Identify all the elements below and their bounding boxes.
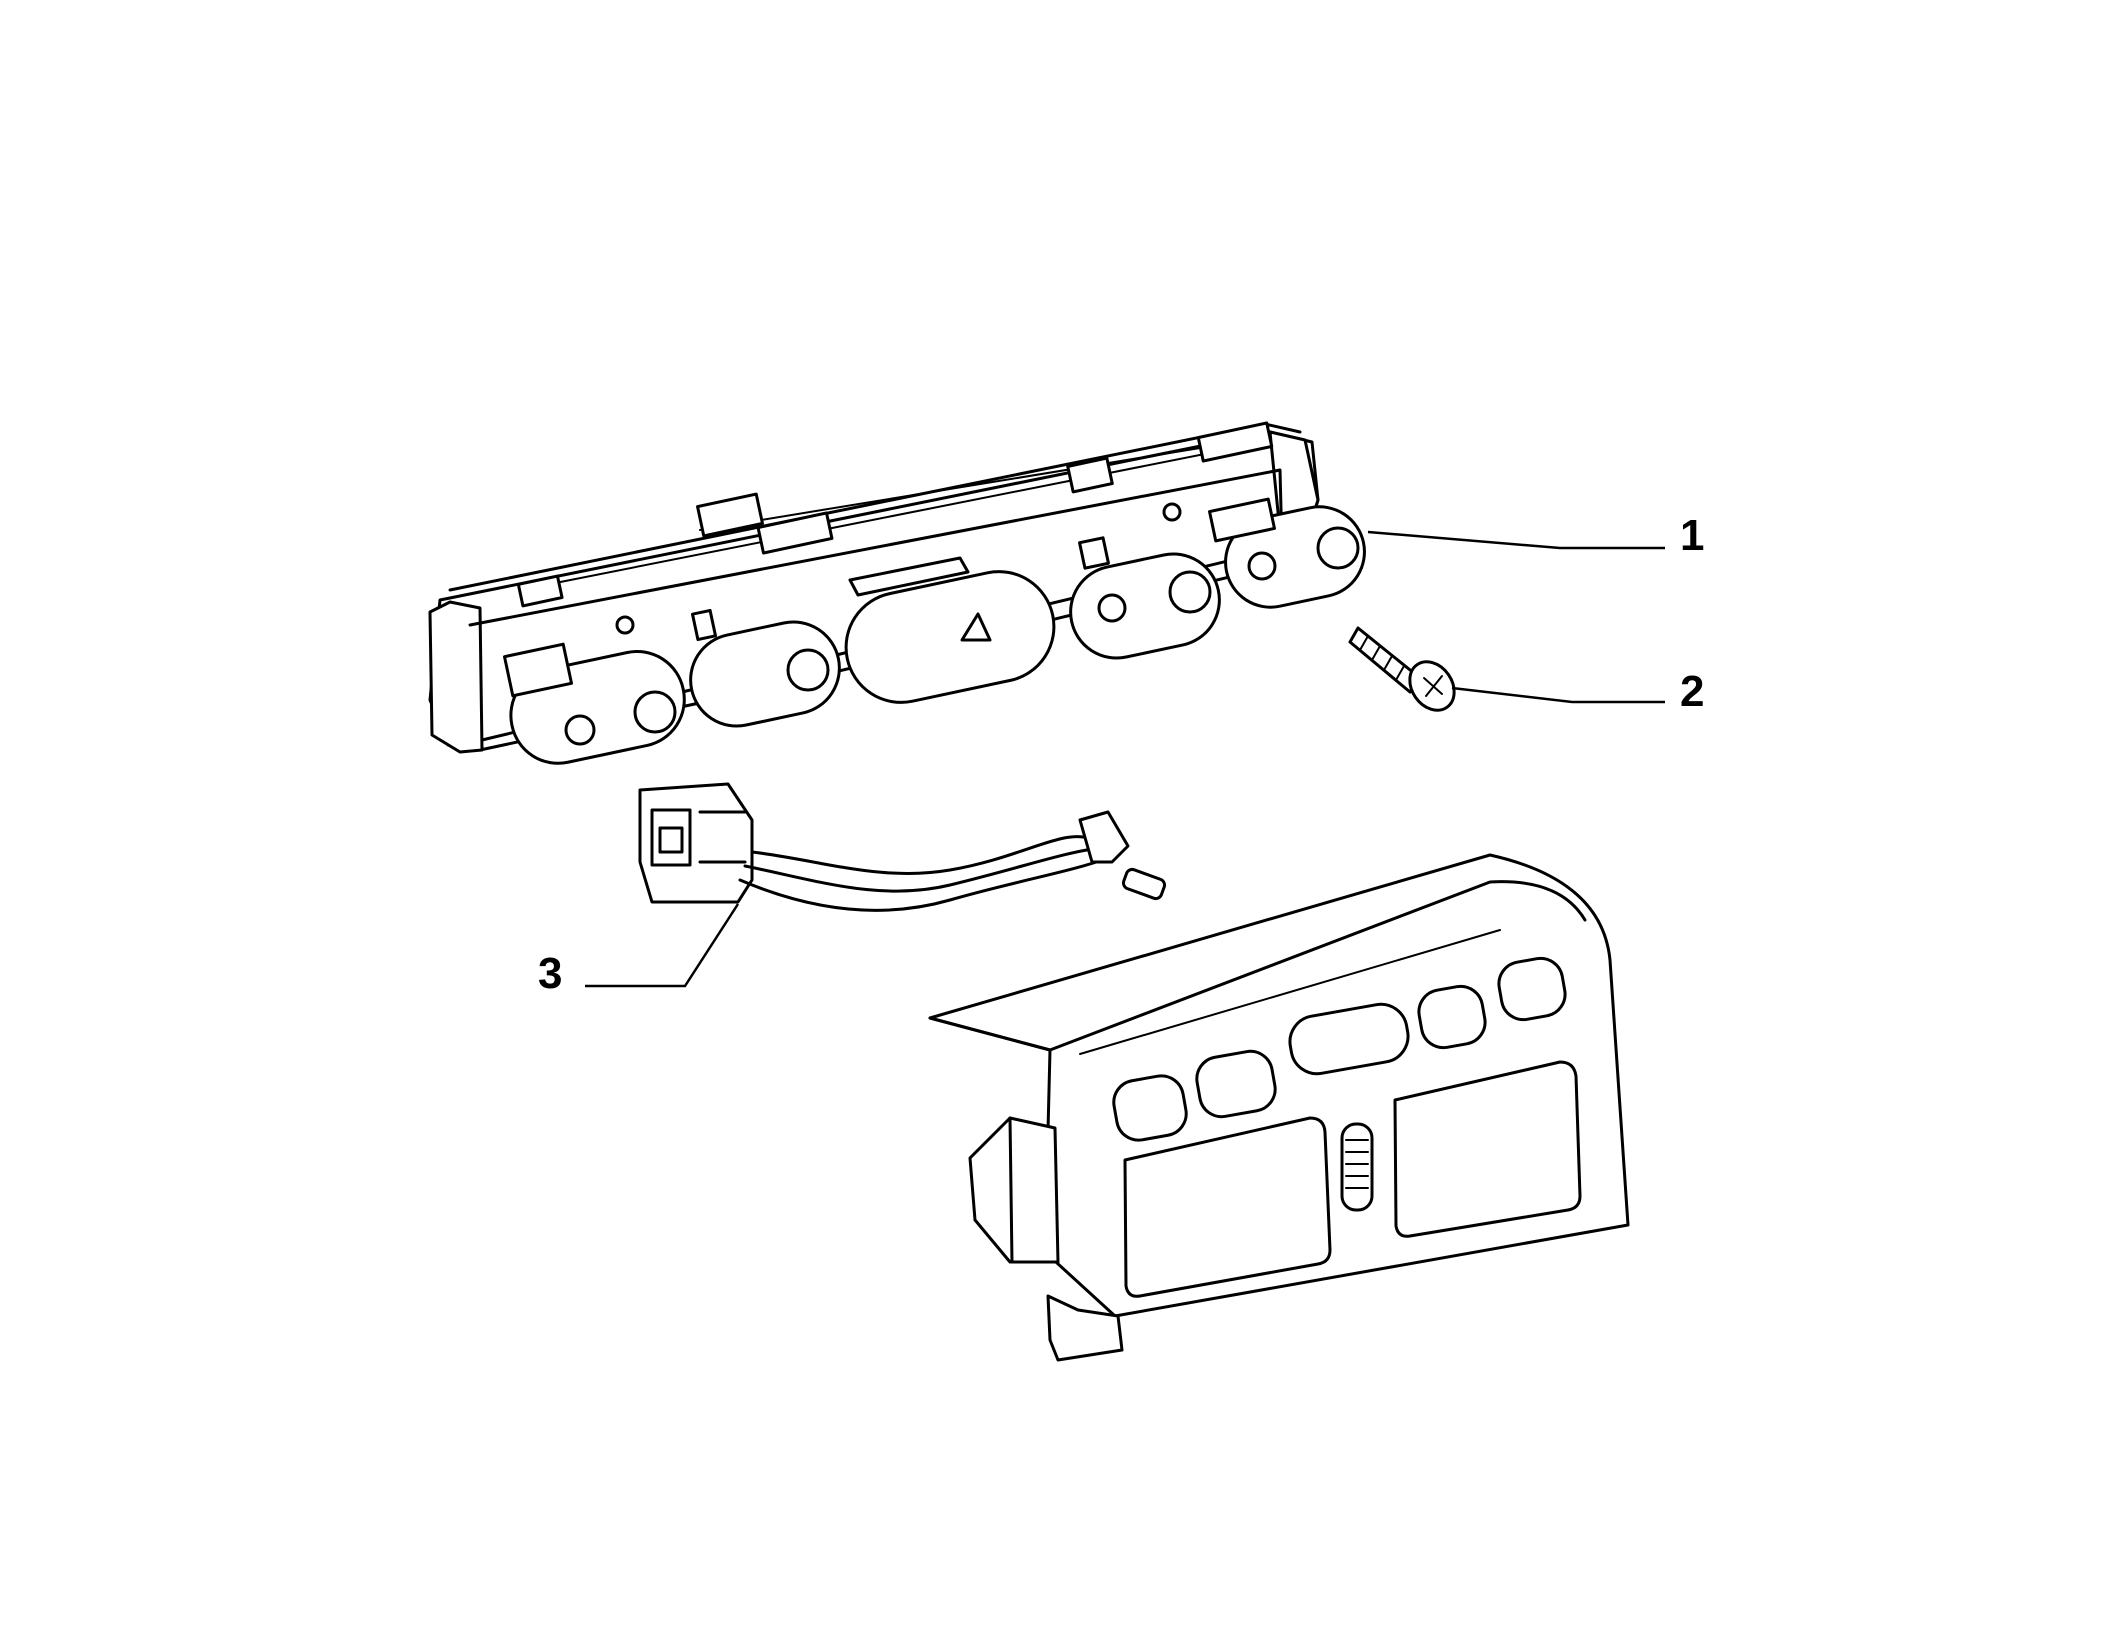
callout-1-label: 1 (1680, 511, 1704, 560)
screw (1348, 626, 1456, 712)
mounting-clip-4 (1196, 421, 1274, 463)
hazard-triangle-icon (960, 612, 992, 642)
mounting-clip-1 (696, 492, 764, 538)
screw-shank (1348, 626, 1422, 694)
mounting-clip-3 (1066, 456, 1114, 494)
bezel-opening-5 (1497, 956, 1567, 1022)
callout-2-leader (1451, 686, 1665, 704)
callout-3: 3 (538, 903, 740, 998)
callout-2-label: 2 (1680, 667, 1704, 716)
trim-bezel (928, 853, 1630, 1362)
wiring-harness (638, 782, 1167, 912)
housing-inner-rail-2 (699, 447, 1201, 531)
bezel-panel-left (1123, 1116, 1332, 1298)
switch-button-5 (1208, 497, 1366, 609)
bezel-opening-2 (1195, 1049, 1277, 1119)
housing-hole-1 (615, 615, 635, 635)
bezel-thumbwheel (1340, 1122, 1374, 1212)
mounting-clip-5 (516, 574, 564, 608)
bezel-opening-4 (1417, 984, 1487, 1050)
switch-button-4 (1069, 536, 1221, 660)
callout-3-label: 3 (538, 949, 562, 998)
bezel-opening-hazard (1288, 1002, 1410, 1076)
mounting-clip-2 (756, 511, 834, 555)
switch-button-1 (502, 642, 686, 765)
callout-1: 1 (1367, 511, 1704, 560)
harness-wires (750, 835, 1090, 876)
switch-button-2 (689, 608, 841, 728)
callout-3-leader (585, 903, 740, 988)
housing-inner-rail (519, 444, 1251, 591)
callout-1-leader (1367, 530, 1665, 550)
callout-2: 2 (1451, 667, 1704, 716)
housing-left-end (428, 600, 484, 754)
switch-panel (428, 421, 1366, 765)
bezel-body (928, 853, 1630, 1318)
bezel-bottom-foot (1046, 1294, 1124, 1362)
bezel-panel-right (1393, 1060, 1582, 1238)
harness-connector (638, 782, 754, 904)
hazard-button (844, 556, 1056, 704)
screw-cross-icon (1423, 675, 1443, 697)
bezel-side-tab (968, 1116, 1060, 1264)
bezel-opening-1 (1112, 1074, 1188, 1142)
harness-terminal (1078, 810, 1130, 864)
housing-hole-2 (1162, 502, 1182, 522)
